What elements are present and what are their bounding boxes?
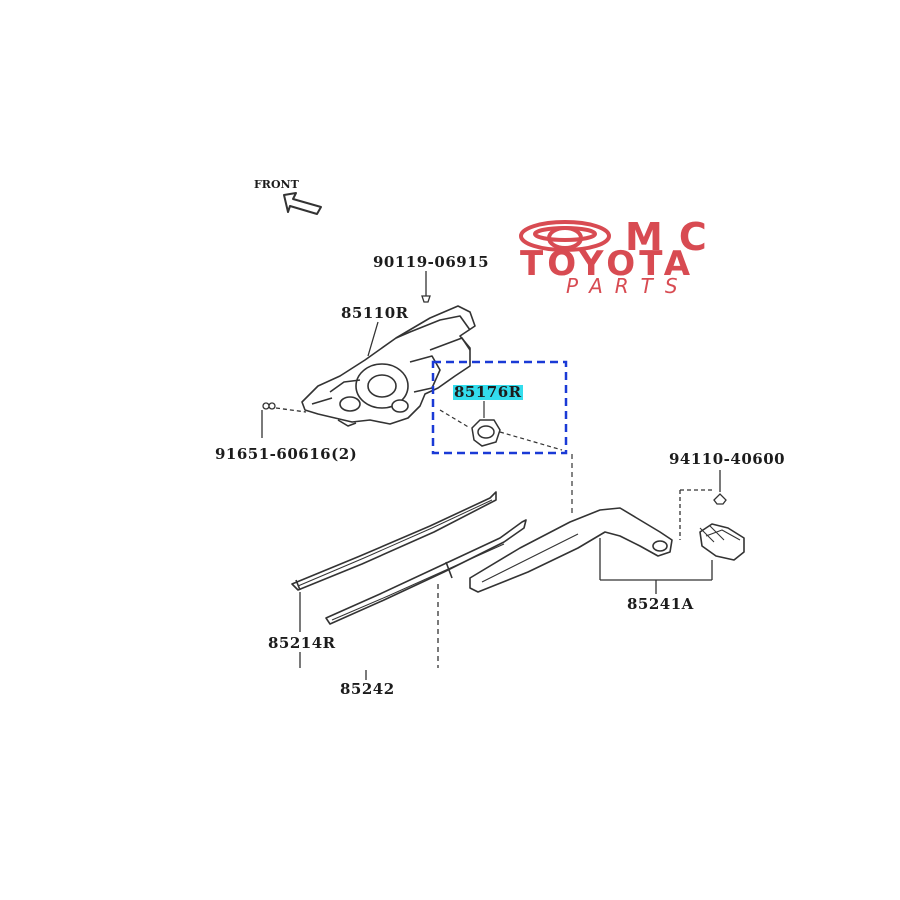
leader-90119 bbox=[421, 271, 431, 303]
pivot-cap bbox=[439, 401, 563, 451]
front-label: FRONT bbox=[254, 178, 299, 191]
part-label-85241A: 85241A bbox=[627, 595, 694, 613]
watermark-mc: MC bbox=[625, 215, 723, 259]
watermark-toyota: TOYOTA bbox=[520, 244, 695, 284]
front-arrow-icon bbox=[283, 192, 322, 215]
wiper-motor bbox=[301, 305, 476, 427]
part-label-85176R: 85176R bbox=[453, 383, 523, 401]
callout-box-85176R bbox=[431, 360, 568, 455]
blade-rubber bbox=[325, 519, 527, 625]
part-label-94110-40600: 94110-40600 bbox=[669, 450, 786, 468]
part-label-85110R: 85110R bbox=[341, 304, 409, 322]
part-label-90119-06915: 90119-06915 bbox=[373, 253, 490, 271]
toyota-emblem-icon bbox=[519, 220, 611, 252]
wiper-arm bbox=[469, 507, 745, 593]
leader-85214R-85242 bbox=[299, 584, 439, 680]
part-label-85214R: 85214R bbox=[268, 634, 336, 652]
part-label-91651-60616: 91651-60616(2) bbox=[215, 445, 358, 463]
part-label-85242: 85242 bbox=[340, 680, 395, 698]
leader-91651 bbox=[261, 402, 307, 438]
wiper-blade bbox=[291, 491, 497, 591]
leader-94110 bbox=[679, 470, 727, 540]
watermark-parts: PARTS bbox=[566, 274, 690, 298]
leader-85241A bbox=[599, 538, 713, 594]
